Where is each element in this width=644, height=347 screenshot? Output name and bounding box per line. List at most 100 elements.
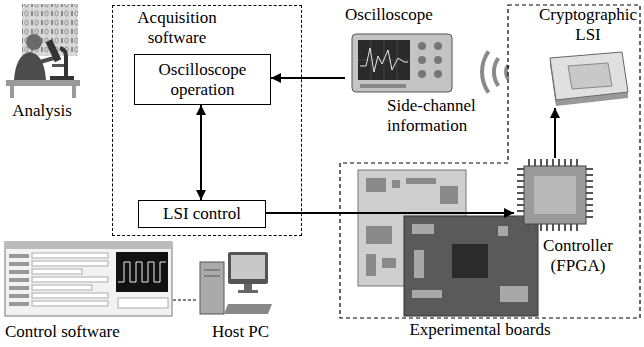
illustration-part bbox=[60, 48, 66, 76]
illustration-part bbox=[5, 242, 172, 249]
illustration-part bbox=[52, 64, 64, 67]
illustration-part bbox=[200, 262, 224, 314]
illustration-part bbox=[528, 159, 582, 166]
illustration-part bbox=[412, 290, 442, 298]
board-region: Experimental boards Cryptographic LSI Cont… bbox=[338, 3, 642, 345]
illustration-part bbox=[231, 255, 265, 279]
illustration-part bbox=[382, 258, 396, 268]
radio-waves bbox=[482, 51, 508, 92]
arrow-connector bbox=[271, 77, 345, 79]
signal-label: Side-channel information bbox=[387, 96, 505, 135]
host-pc-icon bbox=[200, 252, 272, 314]
control-software-screenshot bbox=[5, 242, 172, 316]
illustration-part bbox=[358, 40, 410, 80]
illustration-part bbox=[32, 253, 108, 258]
illustration-part bbox=[224, 304, 272, 314]
illustration-part bbox=[404, 216, 538, 316]
illustration-part bbox=[586, 168, 593, 222]
node-label: Controller (FPGA) bbox=[514, 236, 642, 275]
illustration-part bbox=[534, 176, 576, 214]
illustration-part bbox=[9, 286, 29, 290]
illustration-part bbox=[452, 244, 488, 278]
illustration-part bbox=[9, 262, 29, 266]
illustration-part bbox=[366, 226, 392, 244]
illustration-part bbox=[418, 42, 442, 78]
arrow-connector bbox=[200, 105, 202, 200]
illustration-part bbox=[72, 86, 76, 98]
experimental-boards-photo bbox=[358, 170, 538, 316]
illustration-part bbox=[517, 168, 524, 222]
illustration-part bbox=[32, 285, 92, 290]
illustration-part bbox=[244, 284, 252, 290]
fpga-chip: Controller (FPGA) bbox=[514, 158, 642, 280]
illustration-part bbox=[9, 254, 29, 258]
fpga-chip-icon bbox=[521, 163, 590, 228]
illustration-part bbox=[494, 58, 498, 86]
illustration-part bbox=[434, 56, 442, 64]
region-outline bbox=[338, 3, 642, 345]
figure-caption: Analysis bbox=[0, 101, 84, 121]
illustration-part bbox=[118, 262, 166, 282]
illustration-part bbox=[528, 224, 582, 231]
node-label: Acquisition software bbox=[117, 8, 237, 47]
illustration-part bbox=[5, 242, 172, 316]
figure-caption: Analysis bbox=[0, 101, 84, 121]
illustration-part bbox=[9, 254, 29, 306]
illustration-part bbox=[9, 270, 29, 274]
illustration-part bbox=[32, 293, 108, 298]
illustration-part bbox=[228, 252, 268, 284]
illustration-part bbox=[524, 166, 586, 224]
illustration-part bbox=[32, 301, 108, 306]
process-box: LSI control bbox=[138, 200, 266, 228]
illustration-part bbox=[440, 186, 458, 204]
software-region: Acquisition softwareOscilloscope operati… bbox=[112, 5, 302, 236]
figure-caption: Control software bbox=[5, 322, 120, 342]
illustration-part bbox=[498, 226, 508, 236]
arrow-connector bbox=[554, 108, 556, 158]
crypto-chip: Cryptographic LSI bbox=[536, 5, 640, 108]
illustration-part bbox=[9, 294, 29, 298]
node-label: Experimental boards bbox=[338, 320, 622, 340]
illustration-part bbox=[204, 270, 220, 271]
illustration-part bbox=[568, 63, 612, 89]
illustration-part bbox=[32, 261, 108, 266]
oscilloscope-device: Oscilloscope bbox=[345, 5, 455, 95]
illustration-part bbox=[32, 269, 82, 274]
illustration-part bbox=[116, 252, 168, 292]
illustration-part bbox=[418, 70, 426, 78]
illustration-part bbox=[9, 302, 29, 306]
illustration-part bbox=[40, 58, 54, 62]
analysis-figure bbox=[6, 4, 80, 98]
node-label: LSI control bbox=[143, 204, 261, 224]
oscilloscope-icon bbox=[352, 34, 452, 92]
illustration-part bbox=[418, 56, 426, 64]
process-box: Oscilloscope operation bbox=[134, 54, 271, 105]
illustration-part bbox=[32, 253, 168, 308]
illustration-part bbox=[46, 39, 62, 62]
arrow-connector bbox=[266, 212, 514, 214]
illustration-part bbox=[352, 34, 452, 92]
illustration-part bbox=[392, 180, 400, 188]
illustration-part bbox=[412, 224, 434, 234]
illustration-part bbox=[6, 80, 80, 86]
illustration-part bbox=[360, 84, 406, 88]
illustration-part bbox=[366, 254, 376, 276]
illustration-part bbox=[434, 42, 442, 50]
illustration-part bbox=[418, 42, 426, 50]
crypto-chip-icon bbox=[550, 52, 628, 106]
illustration-part bbox=[482, 51, 488, 92]
illustration-part bbox=[360, 48, 408, 72]
illustration-part bbox=[406, 178, 436, 184]
illustration-part bbox=[358, 40, 410, 80]
figure-caption: Host PC bbox=[212, 322, 269, 342]
leader-line bbox=[173, 300, 198, 301]
figure-caption: Host PC bbox=[212, 322, 269, 342]
illustration-part bbox=[500, 286, 528, 302]
node-label: Oscilloscope bbox=[345, 5, 455, 25]
illustration-part bbox=[50, 76, 74, 80]
illustration-part bbox=[550, 52, 628, 100]
figure-caption: Control software bbox=[5, 322, 120, 342]
